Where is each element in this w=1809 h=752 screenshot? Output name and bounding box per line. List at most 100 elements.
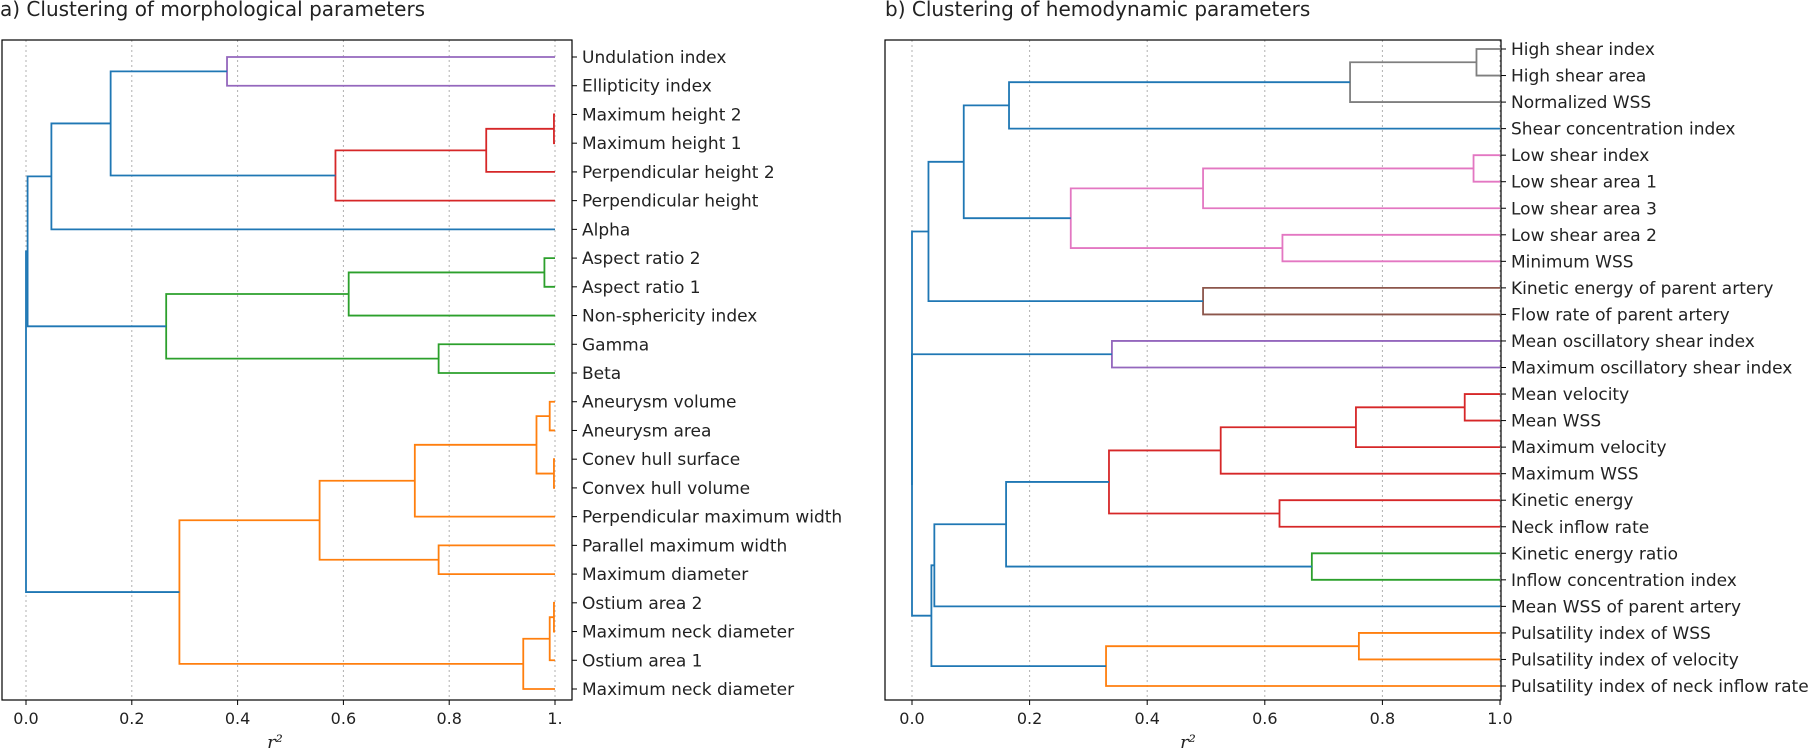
x-tick-label: 0.8 (1370, 709, 1395, 728)
dendrogram-link (1355, 406, 1500, 449)
leaf-label: Non-sphericity index (582, 307, 757, 327)
dendrogram-link (178, 519, 524, 665)
leaf-label: Perpendicular maximum width (582, 508, 842, 528)
leaf-label: Pulsatility index of neck inflow rate (1511, 677, 1809, 697)
dendrogram-link (1278, 499, 1500, 528)
panel-b-xlabel: r² (1180, 732, 1196, 752)
leaf-label: Beta (582, 364, 621, 384)
dendrogram-link (165, 293, 439, 360)
dendrogram-link (226, 56, 555, 87)
x-tick-label: 0.6 (1252, 709, 1277, 728)
dendrogram-link (318, 479, 439, 561)
dendrogram-link (347, 271, 555, 317)
leaf-label: Undulation index (582, 48, 726, 68)
leaf-label: Convex hull volume (582, 479, 750, 499)
leaf-label: Low shear area 2 (1511, 226, 1657, 246)
leaf-label: Maximum height 2 (582, 105, 742, 125)
dendrogram-link (109, 70, 336, 177)
leaf-label: Ellipticity index (582, 77, 712, 97)
leaf-label: Low shear index (1511, 146, 1649, 166)
dendrogram-link (25, 250, 180, 593)
leaf-label: Maximum velocity (1511, 438, 1667, 458)
leaf-label: Aneurysm area (582, 421, 711, 441)
dendrogram-link (911, 230, 929, 485)
x-tick-label: 0.4 (1134, 709, 1159, 728)
leaf-label: Kinetic energy (1511, 491, 1633, 511)
dendrogram-link (930, 564, 1107, 667)
dendrogram-link (933, 523, 1500, 608)
leaf-label: High shear index (1511, 40, 1655, 60)
leaf-label: Parallel maximum width (582, 536, 787, 556)
panel-b-title: b) Clustering of hemodynamic parameters (885, 0, 1310, 21)
dendrogram-link (1005, 481, 1312, 568)
dendrogram-link (1069, 187, 1283, 249)
dendrogram-link (927, 160, 1204, 303)
dendrogram-link (413, 443, 555, 518)
dendrogram-link (553, 113, 555, 145)
dendrogram-link (1349, 61, 1500, 103)
leaf-label: Mean WSS (1511, 412, 1601, 432)
dendrogram-link (1357, 632, 1500, 661)
leaf-label: Perpendicular height 2 (582, 163, 775, 183)
leaf-label: Gamma (582, 335, 649, 355)
x-tick-label: 1.0 (1487, 709, 1512, 728)
dendrogram-link (543, 257, 555, 288)
x-tick-label: 0.6 (331, 709, 356, 728)
dendrogram-link (535, 415, 554, 475)
leaf-label: Maximum oscillatory shear index (1511, 359, 1792, 379)
dendrogram-link (1111, 340, 1500, 369)
leaf-label: Shear concentration index (1511, 120, 1736, 140)
leaf-label: High shear area (1511, 67, 1646, 87)
leaf-label: Low shear area 3 (1511, 199, 1657, 219)
leaf-label: Neck inflow rate (1511, 518, 1649, 538)
x-tick-label: 0.0 (13, 709, 38, 728)
leaf-label: Maximum WSS (1511, 465, 1639, 485)
leaf-label: Aneurysm volume (582, 393, 737, 413)
dendrogram-link (26, 175, 167, 328)
leaf-label: Perpendicular height (582, 192, 759, 212)
dendrogram-link (485, 127, 555, 173)
leaf-label: Low shear area 1 (1511, 173, 1657, 193)
x-tick-label: 0.2 (1017, 709, 1042, 728)
leaf-label: Minimum WSS (1511, 252, 1634, 272)
dendrogram-link (1008, 81, 1500, 130)
dendrogram-link (548, 400, 555, 432)
dendrogram-link (1202, 167, 1500, 210)
dendrogram-link (437, 544, 555, 575)
leaf-label: Mean oscillatory shear index (1511, 332, 1755, 352)
dendrogram-link (334, 149, 555, 202)
plot-frame (884, 39, 1502, 701)
leaf-label: Maximum neck diameter (582, 680, 794, 700)
leaf-label: Kinetic energy of parent artery (1511, 279, 1773, 299)
x-tick-label: 1. (547, 709, 562, 728)
leaf-label: Maximum height 1 (582, 134, 742, 154)
leaf-label: Aspect ratio 1 (582, 278, 701, 298)
x-tick-label: 0.0 (899, 709, 924, 728)
x-tick-label: 0.4 (225, 709, 250, 728)
dendrogram-link (1108, 449, 1280, 515)
panel-a-title: a) Clustering of morphological parameter… (0, 0, 425, 21)
dendrogram-link (553, 458, 555, 489)
dendrogram-link (437, 343, 555, 374)
leaf-label: Inflow concentration index (1511, 571, 1737, 591)
leaf-label: Aspect ratio 2 (582, 249, 701, 269)
dendrogram-link (962, 104, 1071, 220)
dendrogram-link (1472, 154, 1500, 183)
dendrogram-link (553, 601, 555, 633)
leaf-label: Mean WSS of parent artery (1511, 597, 1741, 617)
leaf-label: Kinetic energy ratio (1511, 544, 1678, 564)
leaf-label: Normalized WSS (1511, 93, 1651, 113)
leaf-label: Ostium area 1 (582, 651, 703, 671)
dendrogram-link (1463, 393, 1500, 422)
leaf-label: Flow rate of parent artery (1511, 305, 1730, 325)
leaf-label: Ostium area 2 (582, 594, 703, 614)
dendrogram-link (1281, 233, 1500, 263)
dendrogram-link (1475, 48, 1500, 77)
dendrogram-link (1219, 426, 1500, 475)
leaf-label: Alpha (582, 220, 630, 240)
dendrogram-link (1202, 286, 1500, 316)
leaf-label: Maximum diameter (582, 565, 748, 585)
